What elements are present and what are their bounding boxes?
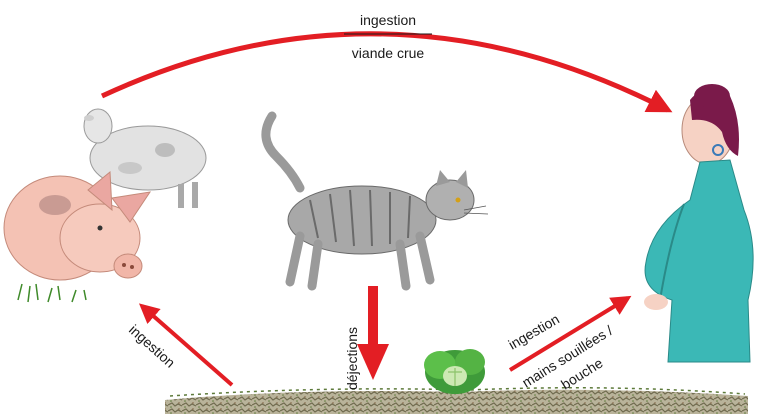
cabbage-icon	[424, 349, 485, 394]
right-ingestion-label: ingestion	[506, 311, 563, 353]
feces-arrow	[357, 286, 389, 380]
pregnant-woman-icon	[644, 84, 753, 362]
cat-icon	[266, 116, 488, 286]
top-food-label: viande crue	[352, 45, 425, 61]
top-ingestion-label: ingestion	[360, 12, 416, 28]
pig-icon	[4, 172, 150, 302]
feces-label: déjections	[344, 327, 360, 390]
